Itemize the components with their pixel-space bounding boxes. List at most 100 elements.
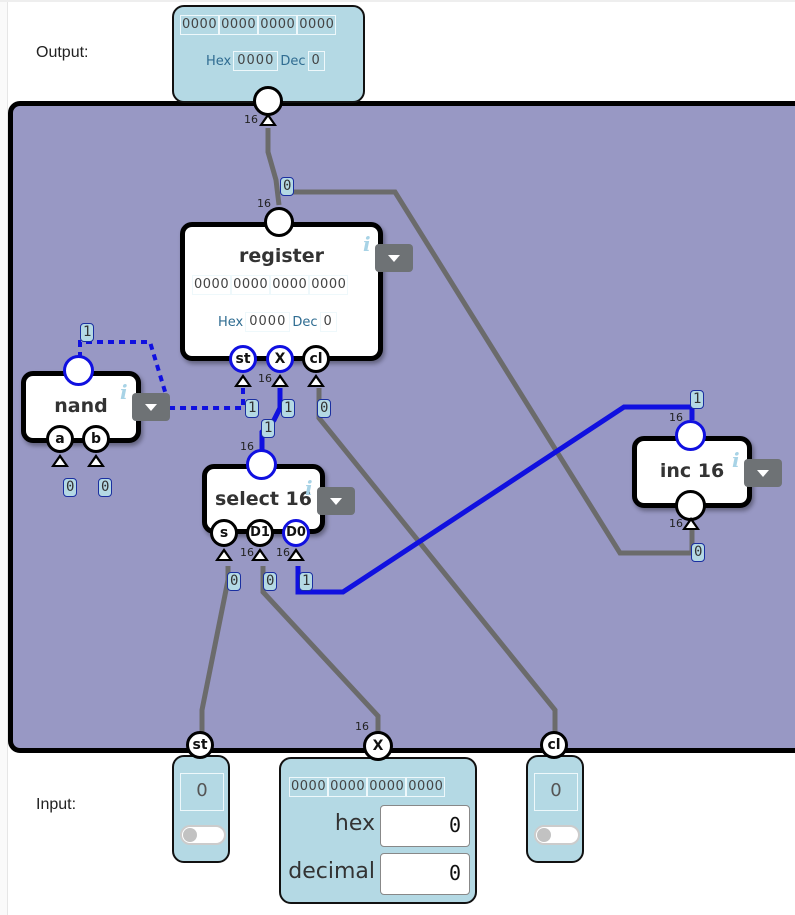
input-cl-panel: 0: [526, 755, 584, 863]
input-x-pin[interactable]: X: [363, 731, 393, 761]
select-d0-width: 16: [276, 546, 290, 559]
input-st-value: 0: [180, 773, 224, 811]
input-x-bits: 0000 0000 0000 0000: [289, 777, 446, 797]
input-st-pin[interactable]: st: [186, 731, 214, 759]
register-title: register: [238, 245, 325, 267]
bit-group: 0000: [258, 15, 298, 35]
select-d0-arrow: [287, 548, 305, 561]
nand-a-arrow: [51, 454, 69, 467]
bit-group: 0000: [270, 275, 310, 295]
input-x-decimal-field[interactable]: 0: [380, 853, 470, 895]
register-pin-cl[interactable]: cl: [302, 345, 330, 373]
hex-value: 0000: [233, 51, 279, 71]
select-pin-d0[interactable]: D0: [282, 519, 310, 547]
output-bits: 0000 0000 0000 0000: [180, 15, 337, 35]
inc-in-value: 0: [691, 543, 706, 562]
select-d1-arrow: [251, 548, 269, 561]
inc-in-arrow: [682, 517, 700, 530]
output-pin[interactable]: [253, 86, 283, 116]
input-x-panel: 0000 0000 0000 0000 hex 0 decimal 0: [279, 757, 477, 904]
nand-title: nand: [54, 395, 108, 417]
bit-group: 0000: [192, 275, 232, 295]
hex-label: Hex: [206, 53, 232, 69]
bit-group[interactable]: 0000: [289, 777, 329, 797]
toggle-knob: [537, 828, 551, 842]
toggle-knob: [183, 828, 197, 842]
select-s-arrow: [215, 548, 233, 561]
bit-group[interactable]: 0000: [328, 777, 368, 797]
select-d1-value: 0: [263, 572, 278, 591]
select-info-icon[interactable]: i: [305, 476, 313, 500]
register-pin-x[interactable]: X: [266, 345, 294, 373]
nand-out-pin[interactable]: [63, 355, 94, 386]
input-cl-value: 0: [534, 773, 578, 811]
register-out-width: 16: [257, 197, 271, 210]
nand-b-value: 0: [98, 478, 113, 497]
select-out-width: 16: [240, 440, 254, 453]
bit-group: 0000: [219, 15, 259, 35]
nand-a-value: 0: [63, 478, 78, 497]
register-bits: 0000 0000 0000 0000: [192, 275, 349, 295]
input-label: Input:: [36, 796, 77, 813]
select-pin-s[interactable]: s: [210, 519, 238, 547]
nand-pin-a[interactable]: a: [46, 425, 74, 453]
bit-group: 0000: [309, 275, 349, 295]
output-pin-arrow: [259, 113, 277, 126]
select-pin-d1[interactable]: D1: [246, 519, 274, 547]
hex-value: 0000: [245, 312, 291, 332]
inc-title: inc 16: [659, 460, 725, 482]
inc-out-width: 16: [669, 411, 683, 424]
bit-group: 0000: [297, 15, 337, 35]
register-pin-st[interactable]: st: [229, 345, 257, 373]
bit-group[interactable]: 0000: [406, 777, 446, 797]
input-x-hex-label: hex: [334, 811, 375, 836]
register-x-value: 1: [281, 399, 296, 418]
register-chip[interactable]: register 0000 0000 0000 0000 Hex 0000 De…: [180, 222, 383, 361]
input-st-toggle[interactable]: [180, 825, 226, 845]
register-out-pin[interactable]: [264, 207, 294, 237]
register-x-arrow: [271, 374, 289, 387]
input-cl-toggle[interactable]: [534, 825, 580, 845]
input-cl-pin[interactable]: cl: [540, 731, 568, 759]
inc-in-width: 16: [669, 517, 683, 530]
dec-label: Dec: [292, 314, 318, 330]
register-info-icon[interactable]: i: [363, 232, 371, 256]
left-sidebar-edge: [0, 0, 8, 915]
register-cl-value: 0: [317, 399, 332, 418]
select-d1-width: 16: [240, 546, 254, 559]
select-dropdown-button[interactable]: [317, 487, 355, 515]
top-edge: [0, 0, 795, 2]
dec-value: 0: [319, 312, 337, 332]
register-cl-arrow: [307, 374, 325, 387]
bit-group: 0000: [231, 275, 271, 295]
bit-group[interactable]: 0000: [367, 777, 407, 797]
nand-info-icon[interactable]: i: [120, 380, 128, 404]
nand-out-value: 1: [80, 323, 95, 342]
output-panel: 0000 0000 0000 0000 Hex 0000 Dec 0: [172, 5, 365, 103]
register-dropdown-button[interactable]: [375, 244, 413, 272]
register-x-width: 16: [258, 372, 272, 385]
hex-label: Hex: [218, 314, 244, 330]
register-out-value: 0: [280, 177, 295, 196]
inc-dropdown-button[interactable]: [744, 459, 782, 487]
select-title: select 16: [215, 488, 312, 510]
select-out-value: 1: [261, 419, 276, 438]
output-label: Output:: [36, 44, 89, 61]
dec-value: 0: [307, 51, 325, 71]
input-x-width: 16: [355, 720, 369, 733]
register-hexdec: Hex 0000 Dec 0: [218, 312, 339, 332]
inc-out-pin[interactable]: [675, 420, 706, 451]
output-width: 16: [244, 113, 258, 126]
bit-group: 0000: [180, 15, 220, 35]
select-out-pin[interactable]: [246, 449, 277, 480]
register-st-value: 1: [245, 399, 260, 418]
input-x-hex-field[interactable]: 0: [380, 805, 470, 847]
nand-pin-b[interactable]: b: [82, 425, 110, 453]
output-hexdec: Hex 0000 Dec 0: [206, 51, 327, 71]
register-st-arrow: [234, 374, 252, 387]
inc-info-icon[interactable]: i: [732, 448, 740, 472]
dec-label: Dec: [280, 53, 306, 69]
nand-dropdown-button[interactable]: [132, 393, 170, 421]
select-d0-value: 1: [299, 572, 314, 591]
select-s-value: 0: [227, 572, 242, 591]
